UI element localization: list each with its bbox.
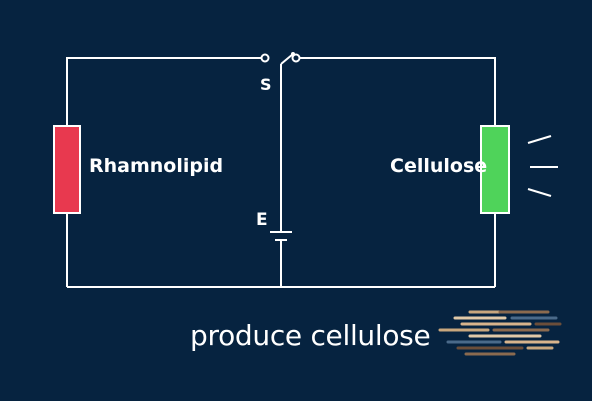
switch-contact-right: [291, 53, 301, 63]
switch: [260, 52, 301, 63]
caption-text: produce cellulose: [190, 319, 431, 352]
rhamnolipid-label: Rhamnolipid: [89, 155, 224, 177]
battery: [270, 231, 292, 241]
glow-ray-top: [527, 135, 552, 144]
decorative-streaks: [438, 310, 562, 356]
switch-lever: [280, 53, 294, 65]
switch-label: S: [260, 75, 272, 94]
wire-left-top: [66, 57, 263, 126]
battery-label: E: [256, 210, 268, 230]
cellulose-label: Cellulose: [390, 155, 488, 177]
cellulose-component: [480, 125, 510, 214]
glow-rays: [527, 135, 558, 197]
switch-pivot: [291, 52, 295, 56]
wires: [66, 53, 496, 288]
switch-contact-left: [260, 53, 270, 63]
glow-ray-bottom: [527, 188, 552, 197]
wire-right-top: [298, 57, 496, 126]
rhamnolipid-component: [53, 125, 81, 214]
